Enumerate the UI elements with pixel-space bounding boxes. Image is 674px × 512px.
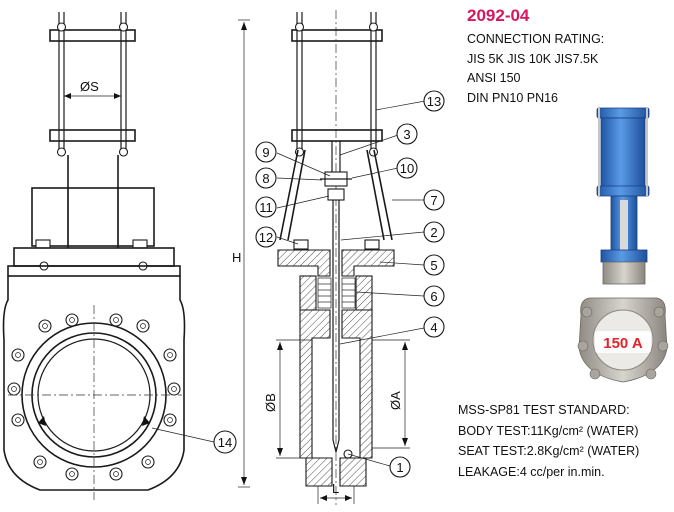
connection-ansi: ANSI 150 — [467, 71, 521, 85]
test-standard-panel: MSS-SP81 TEST STANDARD: BODY TEST:11Kg/c… — [458, 400, 673, 482]
seat-test: SEAT TEST:2.8Kg/cm² (WATER) — [458, 444, 640, 458]
callout-4: 4 — [423, 316, 445, 338]
svg-text:2: 2 — [430, 225, 437, 240]
svg-text:12: 12 — [259, 230, 273, 245]
test-standard-heading: MSS-SP81 TEST STANDARD: — [458, 403, 630, 417]
spec-panel: 2092-04 CONNECTION RATING: JIS 5K JIS 10… — [467, 6, 667, 108]
svg-text:8: 8 — [262, 171, 269, 186]
svg-text:9: 9 — [262, 145, 269, 160]
callout-8: 8 — [255, 167, 277, 189]
svg-text:7: 7 — [430, 193, 437, 208]
svg-text:10: 10 — [400, 161, 414, 176]
body-test: BODY TEST:11Kg/cm² (WATER) — [458, 423, 639, 438]
connection-jis: JIS 5K JIS 10K JIS7.5K — [467, 51, 599, 66]
callout-9: 9 — [255, 141, 277, 163]
svg-text:6: 6 — [430, 289, 437, 304]
dim-h-label: H — [232, 250, 241, 265]
leakage: LEAKAGE:4 cc/per in.min. — [458, 464, 605, 479]
svg-text:1: 1 — [396, 460, 403, 475]
connection-heading: CONNECTION RATING: — [467, 32, 605, 46]
dim-h: H — [232, 19, 250, 488]
svg-text:5: 5 — [430, 258, 437, 273]
callout-7: 7 — [423, 189, 445, 211]
callout-5: 5 — [423, 254, 445, 276]
valve-product-photo: 150 A — [577, 107, 669, 383]
dim-a-label: ØA — [388, 391, 403, 410]
callout-12: 12 — [255, 226, 277, 248]
model-number: 2092-04 — [467, 6, 530, 25]
callout-3: 3 — [396, 123, 418, 145]
front-view: ØS — [2, 12, 186, 500]
dim-l-label: L — [332, 481, 339, 496]
callout-11: 11 — [255, 196, 277, 218]
svg-text:11: 11 — [259, 200, 273, 215]
size-label: 150 A — [603, 335, 643, 352]
callout-13: 13 — [423, 90, 445, 112]
callout-leaders — [151, 100, 426, 467]
callout-1: 1 — [389, 456, 411, 478]
dim-b-label: ØB — [263, 393, 278, 412]
section-view: ØB ØA L — [263, 10, 410, 505]
callout-10: 10 — [396, 157, 418, 179]
svg-text:14: 14 — [218, 435, 232, 450]
svg-text:4: 4 — [430, 320, 437, 335]
connection-din: DIN PN10 PN16 — [467, 90, 559, 105]
dim-s-label: ØS — [80, 79, 99, 94]
callout-6: 6 — [423, 285, 445, 307]
callout-14: 14 — [213, 430, 237, 454]
svg-text:13: 13 — [427, 94, 441, 109]
valve-technical-drawing: ØS — [2, 10, 445, 505]
svg-text:3: 3 — [403, 127, 410, 142]
callout-2: 2 — [423, 221, 445, 243]
